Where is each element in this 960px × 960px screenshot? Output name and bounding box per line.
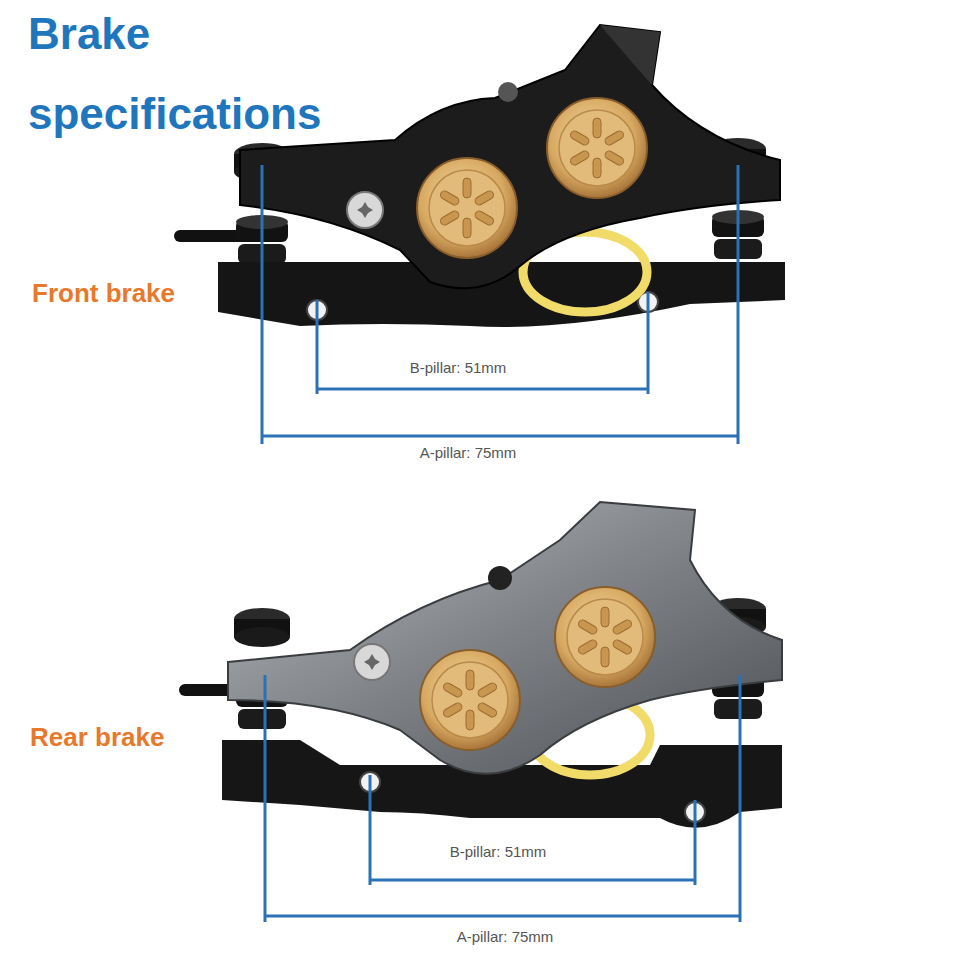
dimension-lines	[262, 165, 740, 922]
dimension-label: B-pillar: 51mm	[447, 843, 550, 860]
front-caliper	[180, 25, 785, 327]
page-title: Brake specifications	[28, 0, 388, 154]
dimension-label: B-pillar: 51mm	[407, 359, 510, 376]
rear-caliper	[185, 502, 782, 828]
dimension-label: A-pillar: 75mm	[454, 928, 557, 945]
dimension-label: A-pillar: 75mm	[417, 444, 520, 461]
section-label: Front brake	[32, 278, 175, 309]
section-label: Rear brake	[30, 722, 164, 753]
